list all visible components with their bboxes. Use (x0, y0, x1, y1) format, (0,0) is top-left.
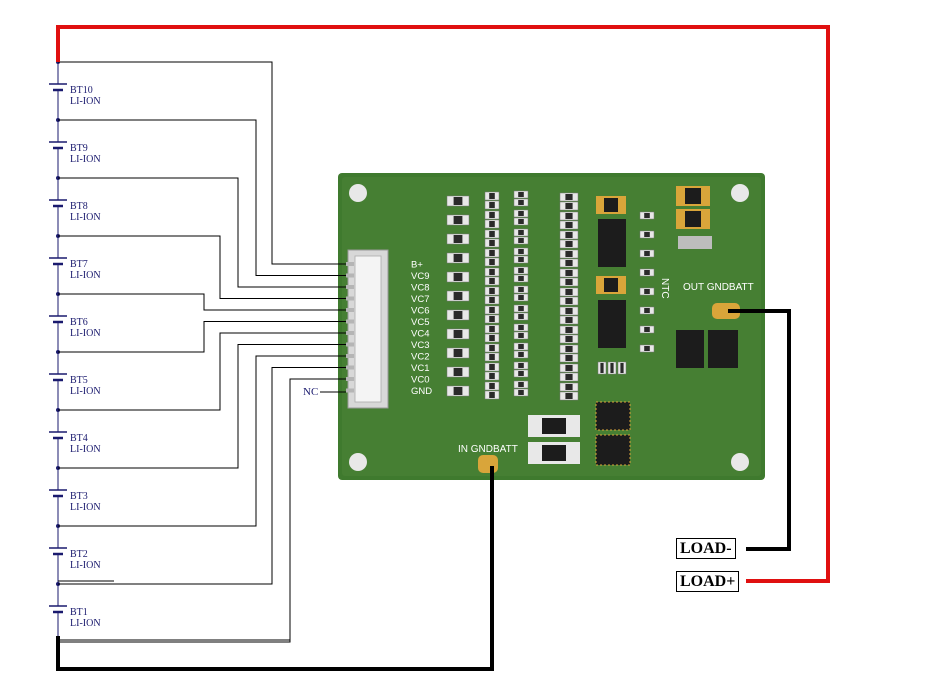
ic-chip (598, 219, 626, 267)
connector-pin (346, 285, 354, 289)
pin-label-vc6: VC6 (411, 306, 429, 317)
pin-label-bplus: B+ (411, 260, 423, 271)
connector-pin (346, 331, 354, 335)
ntc-label: NTC (659, 278, 670, 299)
cell-name: BT7 (70, 259, 88, 270)
connector-pin (346, 354, 354, 358)
cell-type: LI-ION (70, 328, 101, 339)
pin-label-vc3: VC3 (411, 340, 429, 351)
cell-type: LI-ION (70, 444, 101, 455)
pin-label-vc0: VC0 (411, 375, 429, 386)
connector-pin (346, 377, 354, 381)
cell-name: BT9 (70, 143, 88, 154)
balance-wire (58, 177, 346, 288)
out-gndbatt-label: OUT GNDBATT (683, 282, 754, 293)
mosfet (676, 330, 704, 368)
cell-type: LI-ION (70, 96, 101, 107)
cell-name: BT8 (70, 201, 88, 212)
connector-pin (346, 262, 354, 266)
pin-label-vc4: VC4 (411, 329, 429, 340)
mount-hole (731, 184, 749, 202)
balance-wire (58, 61, 346, 265)
cell-name: BT4 (70, 433, 88, 444)
cell-type: LI-ION (70, 270, 101, 281)
cell-type: LI-ION (70, 154, 101, 165)
positive-wire (56, 25, 830, 583)
cell-type: LI-ION (70, 212, 101, 223)
balance-wire (58, 367, 346, 585)
balance-wire (58, 332, 346, 411)
cell-name: BT6 (70, 317, 88, 328)
battery-negative-wire (56, 466, 494, 671)
balance-wires (58, 61, 346, 643)
pin-label-vc5: VC5 (411, 317, 429, 328)
pin-label-vc1: VC1 (411, 363, 429, 374)
out-gndbatt-pad (712, 303, 740, 319)
cell-name: BT10 (70, 85, 93, 96)
balance-wire (58, 379, 291, 641)
mount-hole (349, 184, 367, 202)
cell-type: LI-ION (70, 502, 101, 513)
crystal (678, 236, 712, 249)
connector-pin (346, 296, 354, 301)
connector-pin (346, 365, 354, 370)
cell-type: LI-ION (70, 560, 101, 571)
balance-wire (58, 293, 346, 311)
in-gndbatt-pad (478, 455, 498, 473)
balance-wire (58, 344, 346, 469)
load-plus-label: LOAD+ (676, 571, 740, 592)
balance-wire (58, 235, 346, 299)
cell-name: BT5 (70, 375, 88, 386)
connector-pin (346, 308, 354, 312)
connector-pin (346, 342, 354, 347)
balance-wire (58, 321, 346, 353)
mosfet (595, 434, 631, 466)
pin-label-gnd: GND (411, 386, 432, 397)
ic-chip (598, 300, 626, 348)
load-minus-label: LOAD- (676, 538, 736, 559)
balance-wire (58, 355, 346, 527)
mosfet (595, 401, 631, 431)
cell-type: LI-ION (70, 618, 101, 629)
balance-connector (346, 249, 389, 409)
board-components (446, 190, 655, 401)
balance-wire (58, 378, 346, 643)
cell-name: BT1 (70, 607, 88, 618)
balance-wire (58, 119, 346, 276)
pin-label-vc9: VC9 (411, 271, 429, 282)
load-minus-wire (728, 309, 791, 551)
in-gndbatt-label: IN GNDBATT (458, 444, 518, 455)
pin-label-vc2: VC2 (411, 352, 429, 363)
mount-hole (349, 453, 367, 471)
cell-type: LI-ION (70, 386, 101, 397)
cell-name: BT3 (70, 491, 88, 502)
pin-label-vc8: VC8 (411, 283, 429, 294)
mount-hole (731, 453, 749, 471)
pin-label-vc7: VC7 (411, 294, 429, 305)
mosfet (708, 330, 738, 368)
nc-label: NC (303, 386, 318, 398)
connector-pin (346, 273, 354, 278)
battery-stack: BT10LI-IONBT9LI-IONBT8LI-IONBT7LI-IONBT6… (49, 60, 101, 644)
connector-pin (346, 388, 354, 393)
connector-pin (346, 319, 354, 324)
cell-name: BT2 (70, 549, 88, 560)
